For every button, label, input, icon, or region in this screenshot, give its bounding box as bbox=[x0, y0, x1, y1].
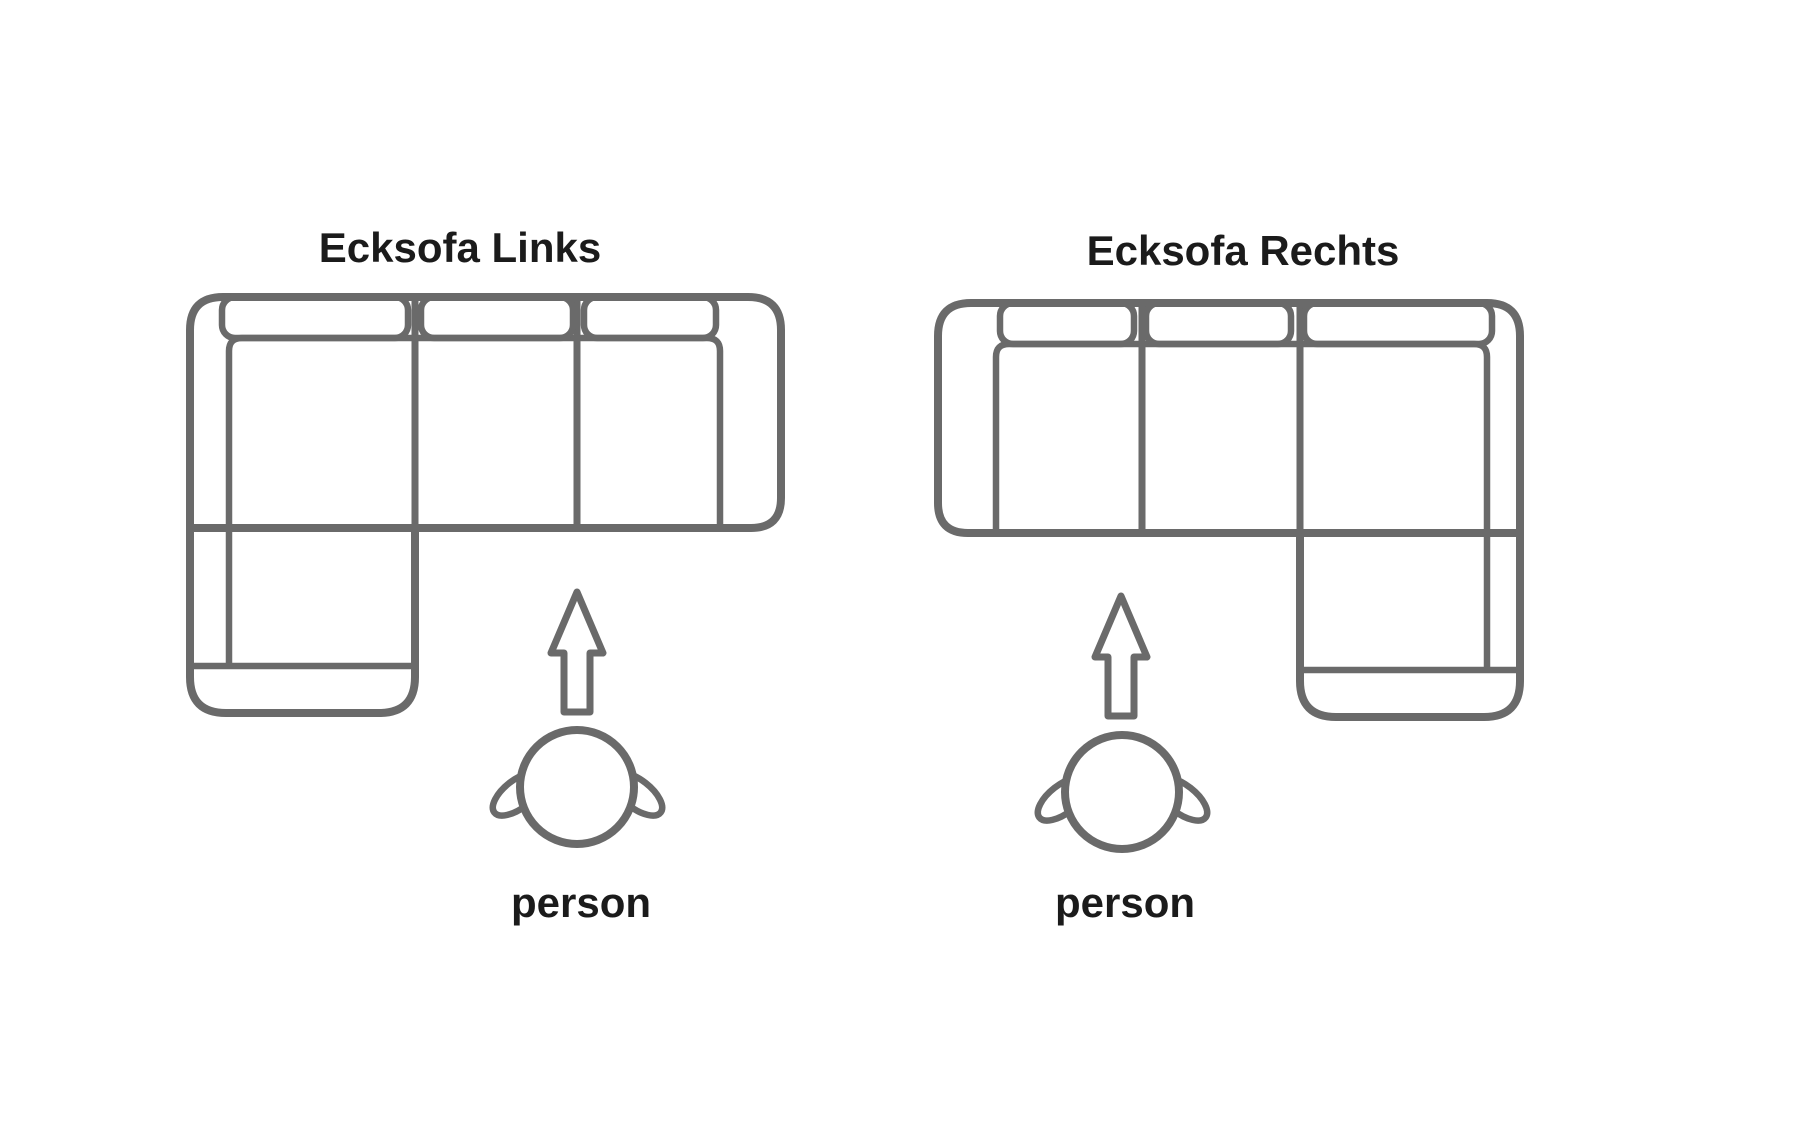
sofa-right-back-cushion-corner bbox=[1300, 299, 1496, 348]
sofa-right-inner-boundary bbox=[992, 340, 1491, 670]
person-right-label: person bbox=[1055, 879, 1195, 926]
ecksofa-links-title: Ecksofa Links bbox=[319, 224, 601, 271]
person-right-figure: person bbox=[1034, 592, 1211, 926]
sofa-left-inner-boundary bbox=[225, 334, 724, 666]
sofa-right-chaise-outline bbox=[1296, 533, 1524, 721]
sofa-right-back-cushion-left bbox=[996, 299, 1138, 348]
sofa-left-back-cushion-right bbox=[580, 293, 720, 342]
sofa-left-back-cushion-corner bbox=[218, 293, 412, 342]
sofa-right-back-cushion-middle bbox=[1142, 299, 1295, 348]
person-right-head-icon bbox=[1061, 731, 1183, 853]
sofa-left-chaise-outline bbox=[186, 528, 419, 717]
ecksofa-rechts-figure: Ecksofa Rechts bbox=[934, 227, 1524, 721]
sofa-left-outer-body bbox=[186, 293, 785, 532]
up-arrow-left-icon bbox=[547, 588, 607, 716]
sofa-right-outer-body bbox=[934, 299, 1524, 537]
person-left-head-icon bbox=[516, 726, 638, 848]
person-left-figure: person bbox=[489, 588, 666, 926]
person-left-label: person bbox=[511, 879, 651, 926]
sofa-left-back-cushion-middle bbox=[417, 293, 577, 342]
ecksofa-rechts-title: Ecksofa Rechts bbox=[1087, 227, 1400, 274]
ecksofa-links-figure: Ecksofa Links bbox=[186, 224, 785, 717]
up-arrow-right-icon bbox=[1091, 592, 1151, 720]
